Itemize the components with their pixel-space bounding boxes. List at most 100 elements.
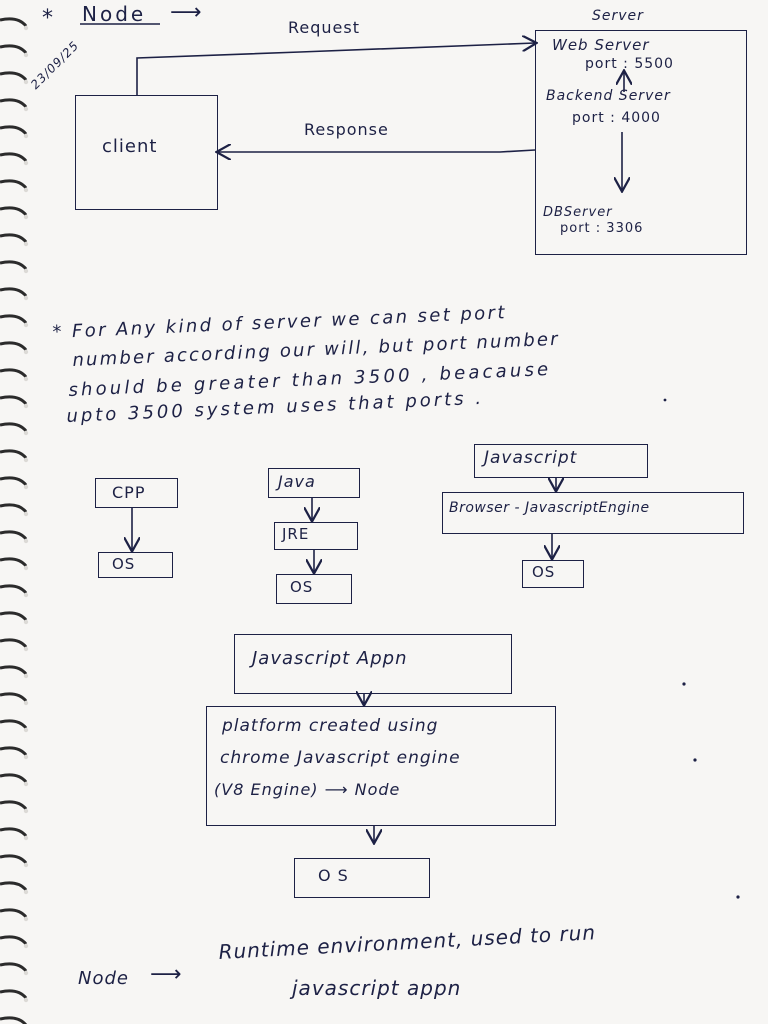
spiral-hole [23,268,29,274]
spiral-hole [23,592,29,598]
spiral-hole [23,160,29,166]
server-box [535,30,747,255]
spiral-ring [0,449,28,460]
definition-line-2: javascript appn [292,976,462,1000]
spiral-hole [23,484,29,490]
spiral-hole [23,25,29,31]
spiral-ring [0,557,28,568]
spiral-ring [0,881,28,892]
node-os-box [294,858,430,898]
spiral-hole [23,538,29,544]
backend-port-label: port : 4000 [572,110,661,126]
spiral-hole [23,970,29,976]
spiral-ring [0,746,28,757]
asterisk-bullet: * [42,6,54,31]
java-label: Java [278,472,316,491]
spiral-ring [0,71,28,82]
spiral-hole [23,889,29,895]
spiral-ring [0,233,28,244]
spiral-ring [0,854,28,865]
spiral-hole [23,808,29,814]
spiral-ring [0,341,28,352]
spiral-ring [0,800,28,811]
spiral-hole [23,781,29,787]
spiral-ring [0,773,28,784]
platform-line-1: platform created using [222,716,439,736]
spiral-binding [0,17,29,1024]
spiral-hole [23,862,29,868]
platform-box [206,706,556,826]
spiral-ring [0,314,28,325]
spiral-ring [0,1016,28,1024]
spiral-hole [23,565,29,571]
js-os-label: OS [532,563,556,581]
spiral-hole [23,241,29,247]
browser-engine-box [442,492,744,534]
spiral-ring [0,692,28,703]
backend-server-label: Backend Server [546,88,671,104]
spiral-ring [0,260,28,271]
spiral-hole [23,619,29,625]
spiral-ring [0,908,28,919]
browser-engine-label: Browser - JavascriptEngine [449,500,650,516]
request-arrow [136,43,535,95]
spiral-ring [0,935,28,946]
page-title: Node [82,2,147,26]
spiral-ring [0,287,28,298]
js-app-box [234,634,512,694]
spiral-hole [23,727,29,733]
spiral-hole [23,997,29,1003]
web-port-label: port : 5500 [585,56,674,72]
spiral-hole [23,349,29,355]
spiral-hole [23,322,29,328]
db-server-label: DBServer [543,205,613,220]
spiral-ring [0,98,28,109]
cpp-label: CPP [112,483,146,502]
spiral-ring [0,962,28,973]
response-arrow [218,150,536,152]
server-title: Server [592,8,644,24]
jre-label: JRE [282,525,310,543]
spiral-ring [0,422,28,433]
spiral-ring [0,179,28,190]
definition-arrow-icon: ⟶ [150,962,183,987]
platform-line-2: chrome Javascript engine [220,748,461,768]
spiral-hole [23,943,29,949]
definition-term: Node [78,968,129,989]
spiral-ring [0,152,28,163]
java-box [268,468,360,498]
spiral-hole [23,133,29,139]
spiral-hole [23,457,29,463]
title-arrow-icon: ⟶ [170,0,203,25]
spiral-ring [0,206,28,217]
spiral-hole [23,295,29,301]
spiral-hole [23,835,29,841]
spiral-hole [23,79,29,85]
spiral-hole [23,376,29,382]
spiral-ring [0,17,28,28]
node-os-label: O S [318,866,349,885]
spiral-ring [0,395,28,406]
spiral-hole [23,106,29,112]
javascript-label: Javascript [484,448,578,468]
js-app-label: Javascript Appn [252,648,408,669]
spiral-hole [23,646,29,652]
spiral-ring [0,719,28,730]
spiral-hole [23,52,29,58]
spiral-hole [23,700,29,706]
spiral-ring [0,503,28,514]
spiral-ring [0,530,28,541]
spiral-ring [0,368,28,379]
request-label: Request [288,18,360,37]
spiral-hole [23,916,29,922]
spiral-ring [0,827,28,838]
spiral-ring [0,611,28,622]
client-label: client [102,136,158,157]
db-port-label: port : 3306 [560,221,644,236]
cpp-os-label: OS [112,555,136,573]
response-label: Response [304,120,389,139]
web-server-label: Web Server [552,36,650,54]
spiral-ring [0,125,28,136]
